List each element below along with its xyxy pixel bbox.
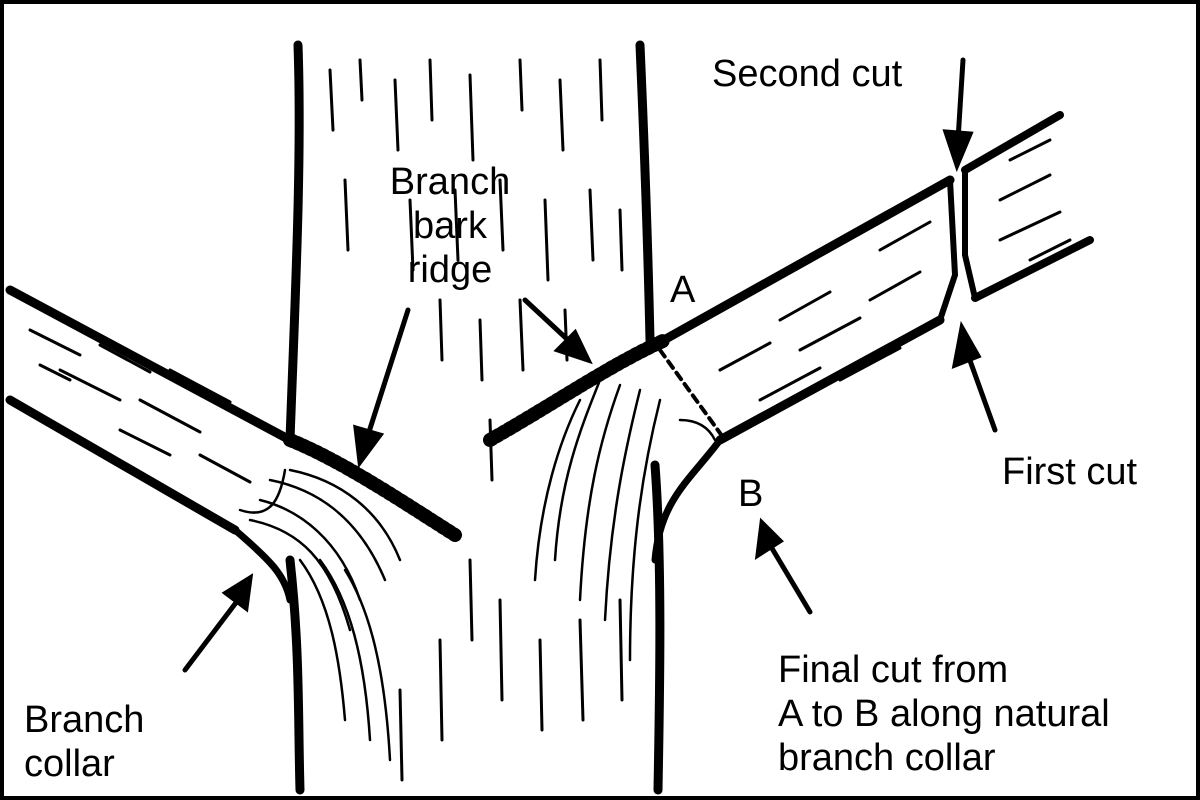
final-cut-line	[660, 350, 725, 440]
second-cut-arrow-icon	[946, 60, 970, 165]
point-b-label: B	[738, 472, 763, 516]
left-collar-hatching	[240, 470, 400, 760]
final-cut-label: Final cut from A to B along natural bran…	[778, 648, 1110, 780]
right-branch-hatching	[720, 140, 1070, 400]
annotation-arrows	[185, 60, 995, 670]
branch-bark-ridge-label: Branch bark ridge	[360, 160, 540, 292]
point-a-label: A	[670, 268, 695, 312]
right-collar-hatching	[535, 380, 715, 660]
first-cut-arrow-icon	[955, 328, 995, 430]
left-branch-bark-ridge	[290, 440, 455, 535]
b-arrow-icon	[758, 523, 810, 612]
branch-collar-label: Branch collar	[24, 698, 144, 786]
tree-trunk	[290, 45, 660, 790]
left-branch-hatching	[30, 330, 250, 482]
first-cut-label: First cut	[1002, 450, 1137, 494]
second-cut-label: Second cut	[712, 52, 902, 96]
collar-arrow-icon	[185, 578, 250, 670]
a-arrow-icon	[525, 300, 588, 360]
bark-ridge-arrow-icon	[356, 310, 408, 462]
right-branch	[535, 115, 1090, 660]
left-branch	[10, 290, 400, 760]
